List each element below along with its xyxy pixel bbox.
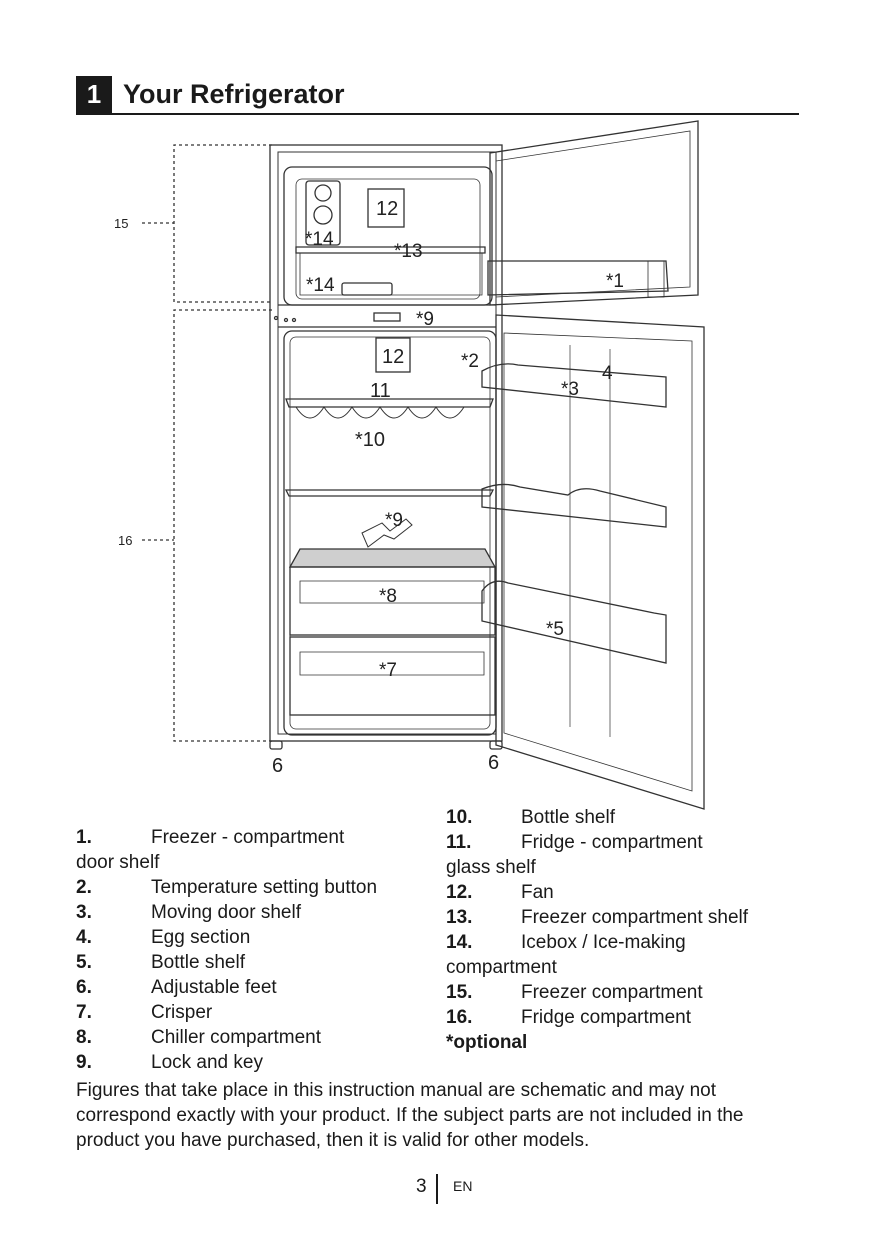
freezer-door [489, 120, 699, 306]
refrigerator-diagram: 15 16 12 *14 *13 *14 *1 *9 12 *2 4 *3 11… [114, 120, 705, 810]
legend-item: 11.Fridge - compartment [446, 832, 703, 853]
moving-door-shelf [481, 363, 667, 408]
label-7: *7 [379, 660, 397, 681]
freezer-interior [283, 166, 493, 306]
page-number: 3 [416, 1176, 427, 1197]
label-15: 15 [114, 216, 128, 231]
left-foot [269, 740, 283, 750]
legend-item: 1.Freezer - compartment [76, 827, 345, 848]
chiller-drawer [289, 566, 496, 636]
glass-shelf [284, 489, 495, 497]
schematic-disclaimer: Figures that take place in this instruct… [76, 1080, 744, 1151]
legend-item: 15.Freezer compartment [446, 982, 703, 1003]
freezer-dimension-bracket [173, 144, 272, 303]
legend-item: 6.Adjustable feet [76, 977, 277, 998]
egg-section [481, 483, 667, 528]
legend-item: 12.Fan [446, 882, 554, 903]
fridge-door [495, 314, 705, 810]
footer-divider [436, 1174, 438, 1204]
legend-item-continuation: glass shelf [446, 857, 536, 878]
label-14-lower: *14 [306, 275, 335, 296]
label-6-left: 6 [272, 755, 283, 777]
legend-item: 2.Temperature setting button [76, 877, 378, 898]
crisper-drawer [289, 636, 496, 716]
legend-item: 10.Bottle shelf [446, 807, 615, 828]
label-12-fridge: 12 [382, 346, 404, 368]
freezer-door-shelf [487, 260, 669, 296]
ice-tray-holder [305, 180, 341, 246]
label-2: *2 [461, 351, 479, 372]
label-16: 16 [118, 533, 132, 548]
legend-item: 3.Moving door shelf [76, 902, 301, 923]
fridge-dimension-bracket [173, 309, 272, 742]
label-3: *3 [561, 379, 579, 400]
label-1: *1 [606, 271, 624, 292]
page-footer: 3 EN [0, 1172, 875, 1204]
label-6-right: 6 [488, 752, 499, 774]
section-heading: 1 Your Refrigerator [76, 76, 799, 115]
label-9-lock: *9 [385, 510, 403, 531]
section-number: 1 [76, 76, 112, 113]
label-10: *10 [355, 429, 385, 451]
legend-item: 8.Chiller compartment [76, 1027, 321, 1048]
bottle-door-shelf [481, 580, 667, 664]
label-9-top: *9 [416, 309, 434, 330]
legend-item: 5.Bottle shelf [76, 952, 245, 973]
cabinet-outline [269, 144, 503, 742]
bottle-shelf [285, 398, 494, 408]
crisper-cover [288, 548, 497, 568]
section-title: Your Refrigerator [123, 79, 345, 109]
legend-item: 14.Icebox / Ice-making [446, 932, 686, 953]
label-12-freezer: 12 [376, 198, 398, 220]
label-13: *13 [394, 241, 423, 262]
language-code: EN [453, 1178, 473, 1194]
label-5: *5 [546, 619, 564, 640]
thermostat-knob [373, 312, 401, 322]
label-11: 11 [370, 380, 391, 402]
legend-right: 10.Bottle shelf 11.Fridge - compartment … [446, 805, 748, 1055]
icebox [341, 282, 393, 296]
legend-item: 16.Fridge compartment [446, 1007, 692, 1028]
legend-item: 4.Egg section [76, 927, 251, 948]
label-8: *8 [379, 586, 397, 607]
legend-item: 7.Crisper [76, 1002, 213, 1023]
label-14-upper: *14 [305, 229, 334, 250]
optional-marker-note: *optional [446, 1032, 528, 1053]
lock-and-key [361, 518, 413, 548]
legend-item: 9.Lock and key [76, 1052, 263, 1073]
freezer-fan-box [367, 188, 405, 228]
freezer-shelf [295, 246, 486, 254]
fridge-fan-box [375, 337, 411, 373]
legend-item: 13.Freezer compartment shelf [446, 907, 749, 928]
legend-left: 1.Freezer - compartment door shelf 2.Tem… [76, 825, 377, 1075]
legend-item-continuation: door shelf [76, 852, 160, 873]
legend-item-continuation: compartment [446, 957, 557, 978]
label-4: 4 [602, 363, 613, 384]
